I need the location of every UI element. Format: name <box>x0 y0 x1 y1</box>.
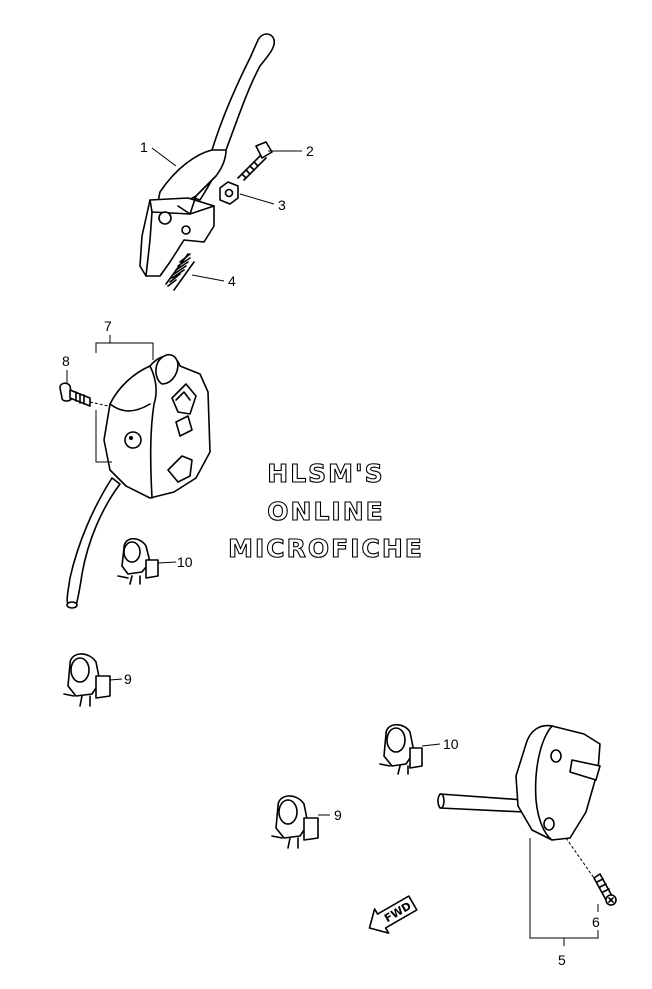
bolt-icon <box>237 141 273 181</box>
callout-9b: 9 <box>334 807 342 823</box>
watermark-line-3: MICROFICHE <box>228 534 424 563</box>
watermark-line-2: ONLINE <box>267 497 384 526</box>
callout-10a: 10 <box>177 554 193 570</box>
callout-2: 2 <box>306 143 314 159</box>
forward-direction-arrow-icon: FWD <box>368 895 418 934</box>
watermark: HLSM'S ONLINE MICROFICHE <box>228 458 424 563</box>
callout-9a: 9 <box>124 671 132 687</box>
clamp-icon <box>271 795 319 849</box>
callout-10b: 10 <box>443 736 459 752</box>
clamp-icon <box>379 723 423 775</box>
nut-icon <box>219 181 239 205</box>
clamp-icon <box>117 537 159 585</box>
callout-8: 8 <box>62 353 70 369</box>
callout-6: 6 <box>592 914 600 930</box>
clamp-icon <box>63 653 111 707</box>
callout-7: 7 <box>104 318 112 334</box>
left-handlebar-switch-icon <box>66 335 211 609</box>
screw-icon <box>565 837 617 906</box>
spring-icon <box>165 253 195 291</box>
watermark-line-1: HLSM'S <box>267 459 384 488</box>
callout-5: 5 <box>558 952 566 968</box>
callout-1: 1 <box>140 139 148 155</box>
right-handlebar-switch-icon <box>437 724 601 946</box>
callout-3: 3 <box>278 197 286 213</box>
screw-icon <box>59 382 109 407</box>
brake-lever-icon <box>139 33 276 277</box>
callout-4: 4 <box>228 273 236 289</box>
